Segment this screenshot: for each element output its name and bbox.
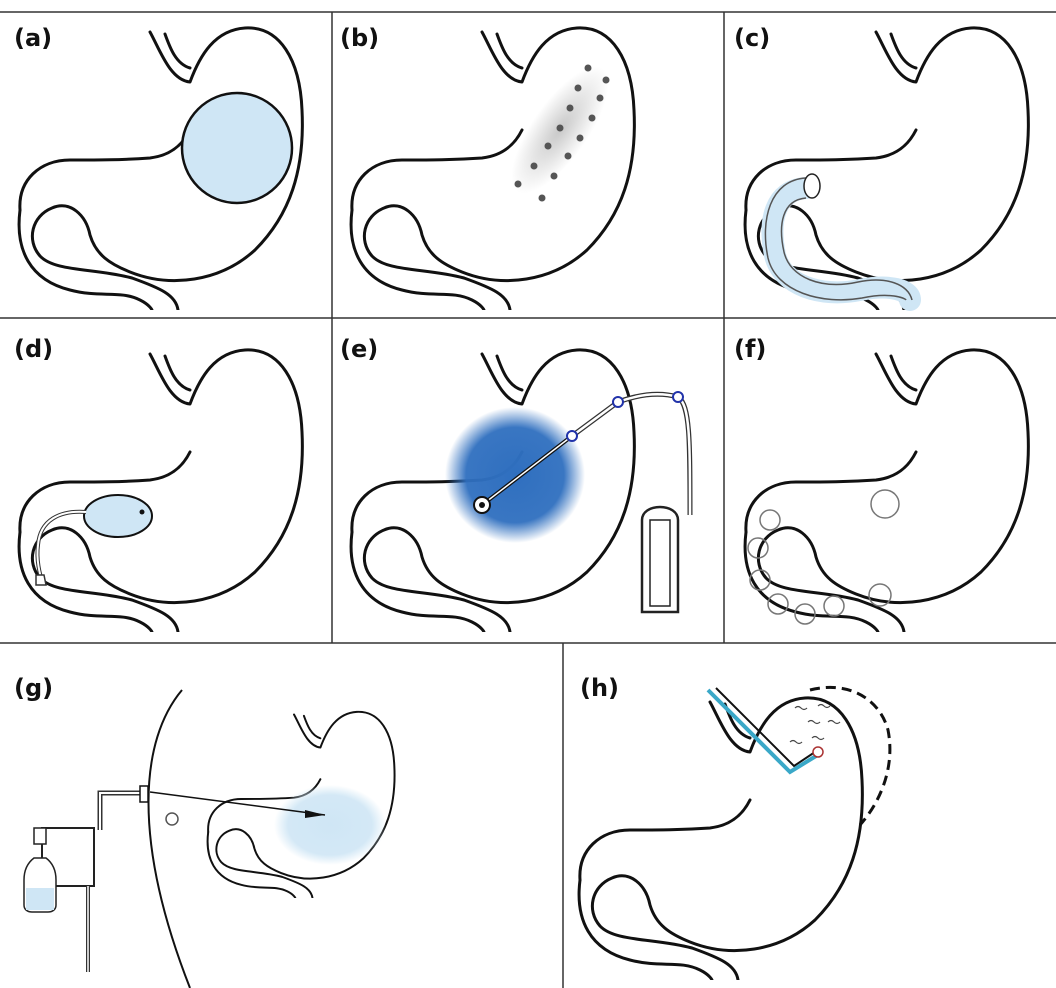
- panel-a: (a): [14, 24, 302, 310]
- needle-hub: [140, 786, 148, 802]
- shuttle-end-cap: [36, 575, 46, 585]
- tube-joint: [567, 431, 577, 441]
- drain-reservoir: [642, 507, 678, 612]
- stomach-illustration: [579, 698, 862, 980]
- needle-arm-core: [100, 793, 140, 830]
- panel-d: (d): [14, 335, 302, 632]
- panel-e-label: (e): [340, 335, 378, 363]
- tube-joint: [613, 397, 623, 407]
- aspirated-contents: [445, 407, 585, 543]
- panel-b: (b): [340, 24, 634, 310]
- vial-fluid: [26, 888, 54, 910]
- liner-anchor: [804, 174, 820, 198]
- stomach-illustration: [745, 350, 1028, 632]
- panel-g-label: (g): [14, 674, 53, 702]
- abdominal-wall: [149, 690, 191, 988]
- panel-h: (h): [579, 674, 890, 980]
- panel-h-label: (h): [580, 674, 619, 702]
- stomach-illustration: [19, 350, 302, 632]
- panel-b-label: (b): [340, 24, 379, 52]
- panel-d-label: (d): [14, 335, 53, 363]
- gastrostomy-port-center: [479, 502, 485, 508]
- panel-c: (c): [734, 24, 1028, 310]
- shuttle-valve: [140, 510, 145, 515]
- injection-bolus: [274, 785, 386, 865]
- panel-e: (e): [340, 335, 690, 632]
- panel-a-label: (a): [14, 24, 52, 52]
- tube-joint: [673, 392, 683, 402]
- panel-g: (g): [14, 674, 395, 988]
- ablation-probe-tip: [813, 747, 823, 757]
- intragastric-balloon: [182, 93, 292, 203]
- umbilicus: [166, 813, 178, 825]
- injector-knob: [34, 828, 46, 844]
- needle-arm: [100, 793, 140, 830]
- panel-c-label: (c): [734, 24, 770, 52]
- panel-f: (f): [734, 335, 1028, 632]
- panel-f-label: (f): [734, 335, 766, 363]
- shuttle-bulb: [84, 495, 152, 537]
